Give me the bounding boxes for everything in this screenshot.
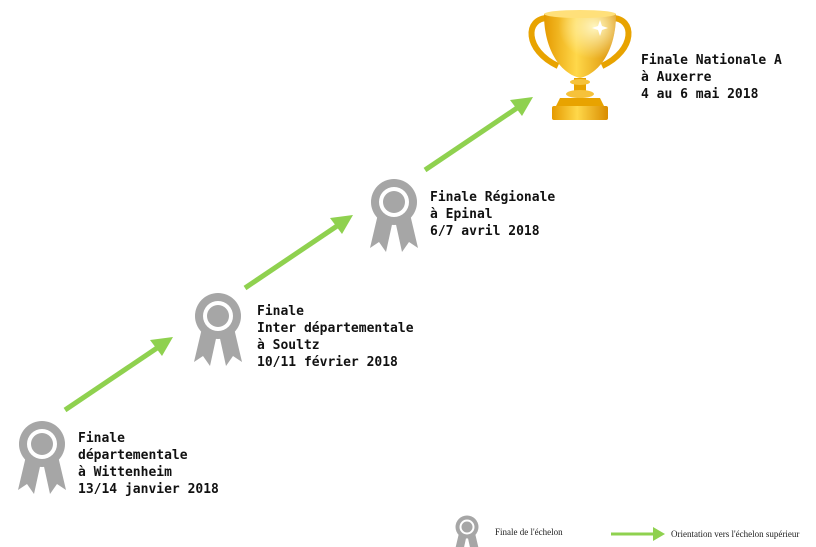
legend-arrow-icon <box>611 527 665 541</box>
stage-line: à Epinal <box>430 207 493 222</box>
stage-line: 10/11 février 2018 <box>257 355 398 370</box>
stage-line: à Auxerre <box>641 70 712 85</box>
legend-medal-icon <box>455 515 479 547</box>
arrow-3 <box>423 97 533 173</box>
stage-line: 6/7 avril 2018 <box>430 224 540 239</box>
medal-icon <box>370 179 418 252</box>
stage-line: Inter départementale <box>257 321 414 336</box>
stage-line: à Soultz <box>257 338 320 353</box>
stage-label-nationale: Finale Nationale A à Auxerre 4 au 6 mai … <box>641 52 782 103</box>
stage-line: départementale <box>78 448 188 463</box>
stage-line: Finale Nationale A <box>641 53 782 68</box>
stage-line: 4 au 6 mai 2018 <box>641 87 759 102</box>
stage-label-departementale: Finale départementale à Wittenheim 13/14… <box>78 430 219 498</box>
medal-icon <box>18 421 66 494</box>
arrow-2 <box>243 215 353 291</box>
stage-line: à Wittenheim <box>78 465 172 480</box>
legend-medal-label: Finale de l'échelon <box>495 527 563 537</box>
stage-line: Finale <box>78 431 125 446</box>
trophy-icon <box>528 10 632 120</box>
stage-line: Finale <box>257 304 304 319</box>
stage-label-inter-departementale: Finale Inter départementale à Soultz 10/… <box>257 303 414 371</box>
medal-icon <box>194 293 242 366</box>
stage-line: 13/14 janvier 2018 <box>78 482 219 497</box>
stage-line: Finale Régionale <box>430 190 556 205</box>
arrow-1 <box>63 337 173 413</box>
legend-arrow-label: Orientation vers l'échelon supérieur <box>671 529 800 539</box>
stage-label-regionale: Finale Régionale à Epinal 6/7 avril 2018 <box>430 189 555 240</box>
